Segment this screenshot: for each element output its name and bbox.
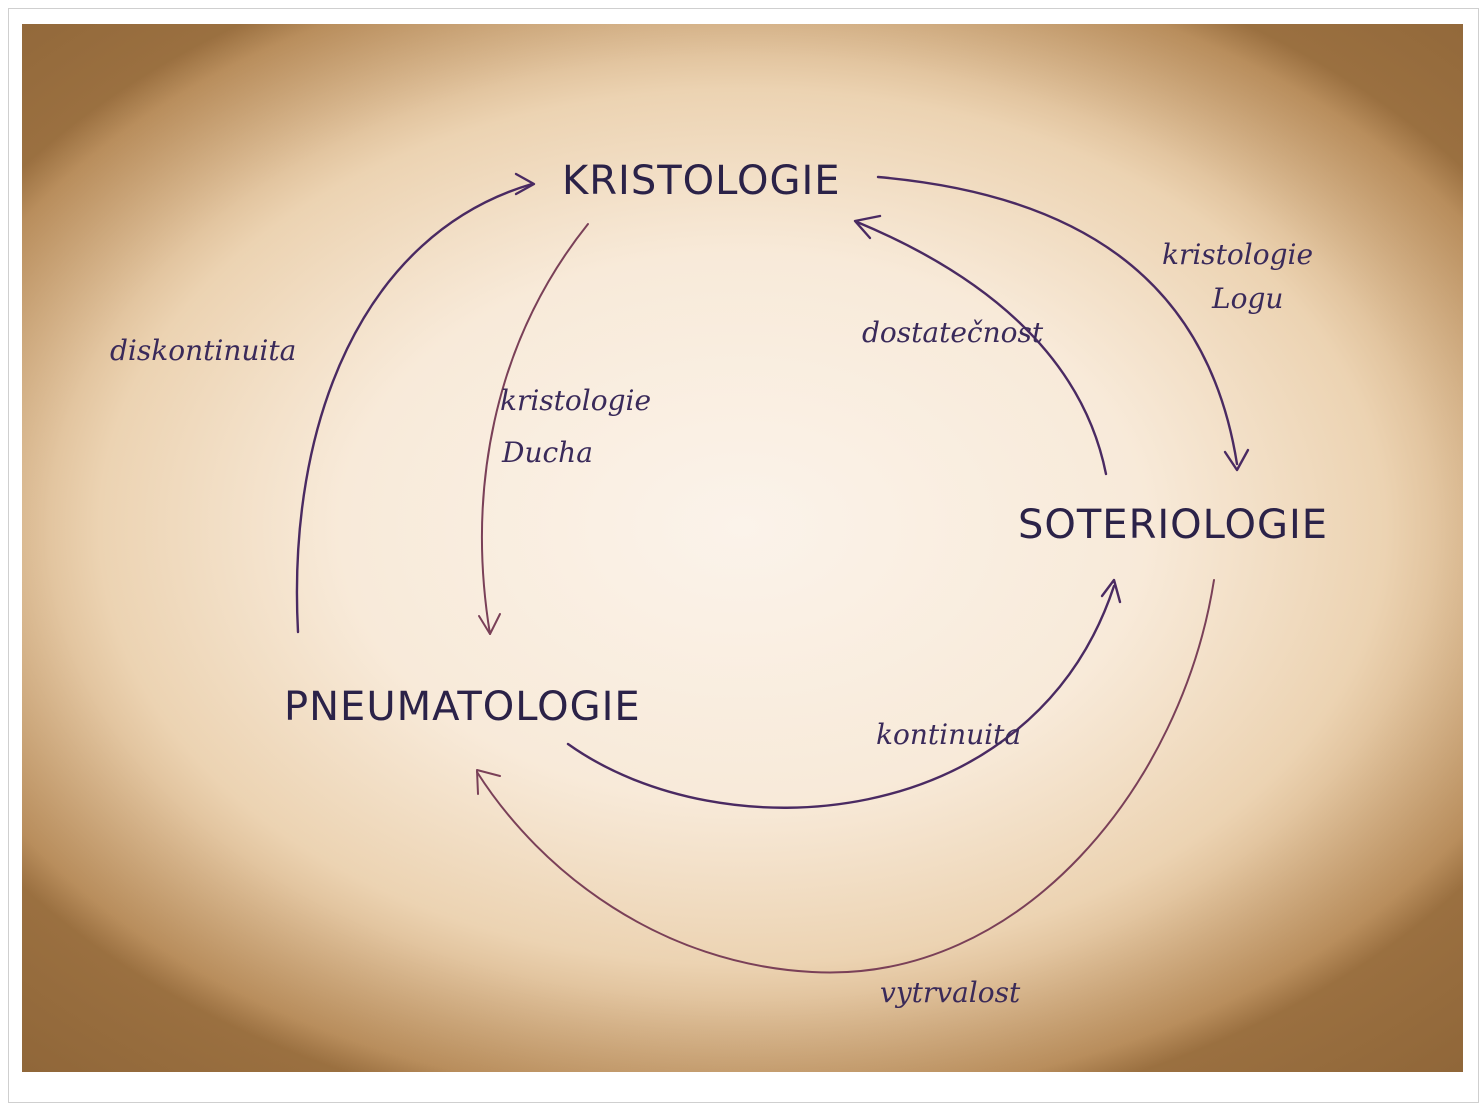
arrow-kristologie-to-soteriologie	[876, 175, 1239, 466]
arrowhead-kristologie-left	[514, 172, 536, 196]
arrowhead-soteriologie-top	[1223, 448, 1250, 472]
arrow-pneumatologie-to-kristologie	[295, 182, 534, 634]
label-kristologie-logu-2: Logu	[1211, 282, 1283, 315]
arrowhead-pneumatologie-top	[478, 613, 501, 635]
node-kristologie: KRISTOLOGIE	[562, 158, 841, 204]
label-kristologie-logu-1: kristologie	[1162, 238, 1313, 271]
arrowhead-pneumatologie-bottom	[476, 769, 501, 795]
label-diskontinuita: diskontinuita	[110, 334, 296, 367]
label-kristologie-ducha-1: kristologie	[500, 384, 651, 417]
arrow-soteriologie-to-pneumatologie	[476, 579, 1215, 974]
arrow-soteriologie-to-kristologie	[855, 220, 1108, 476]
arrow-kristologie-to-pneumatologie	[481, 223, 589, 635]
arrow-pneumatologie-to-soteriologie	[566, 584, 1116, 809]
label-kontinuita: kontinuita	[876, 718, 1021, 751]
arrowhead-kristologie-right	[853, 214, 882, 240]
node-pneumatologie: PNEUMATOLOGIE	[284, 684, 641, 730]
label-kristologie-ducha-2: Ducha	[501, 436, 593, 469]
node-soteriologie: SOTERIOLOGIE	[1018, 502, 1328, 548]
cycle-diagram: KRISTOLOGIE SOTERIOLOGIE PNEUMATOLOGIE k…	[110, 158, 1328, 1009]
arrowhead-soteriologie-bottom	[1100, 578, 1122, 604]
label-vytrvalost: vytrvalost	[880, 976, 1021, 1009]
diagram-photo: KRISTOLOGIE SOTERIOLOGIE PNEUMATOLOGIE k…	[22, 24, 1463, 1072]
label-dostatecnost: dostatečnost	[862, 316, 1044, 349]
